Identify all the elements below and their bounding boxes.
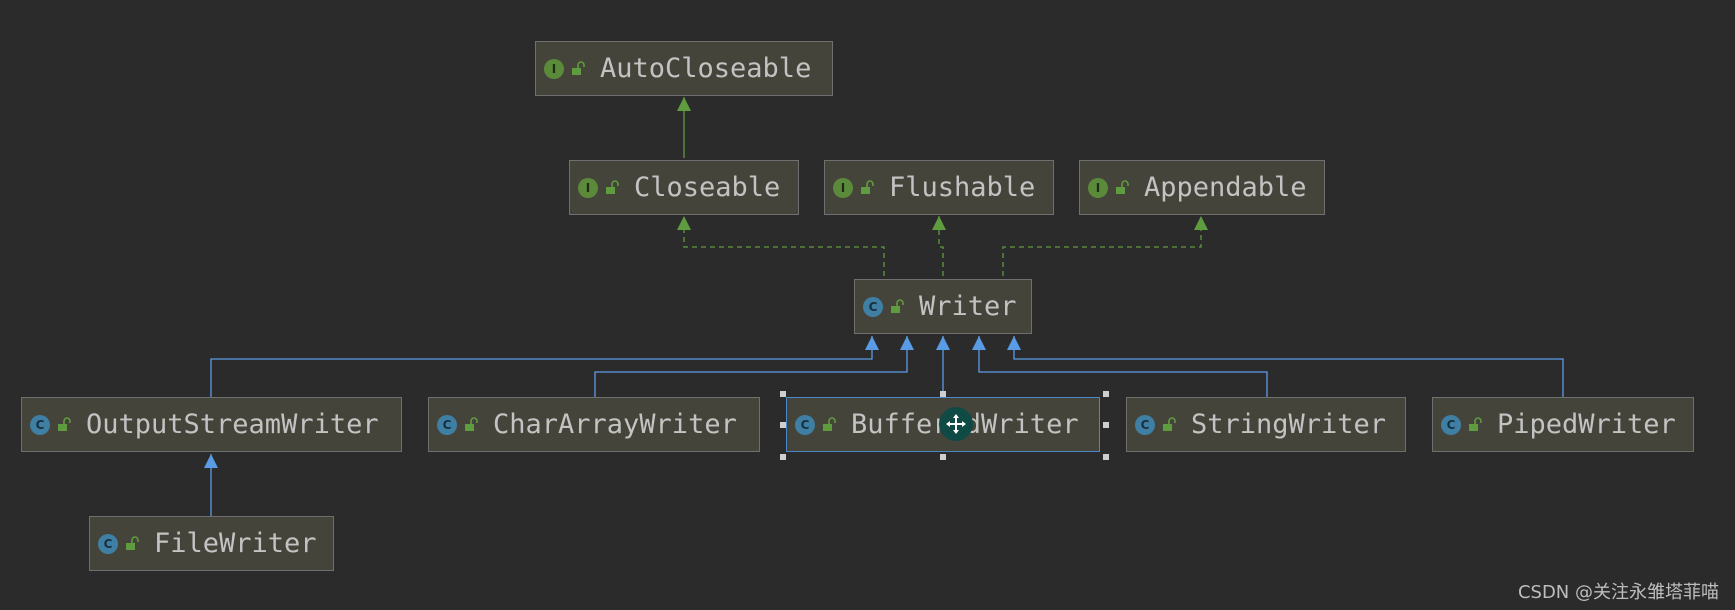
node-label: PipedWriter	[1497, 409, 1676, 440]
edge-writer-appendable	[1002, 216, 1208, 276]
node-writer[interactable]: C Writer	[854, 279, 1032, 334]
node-pipedwriter[interactable]: C PipedWriter	[1432, 397, 1694, 452]
unlock-icon	[1469, 416, 1482, 431]
edge-closeable-autocloseable	[677, 97, 691, 158]
resize-handle[interactable]	[940, 454, 946, 460]
resize-handle[interactable]	[1103, 391, 1109, 397]
node-label: CharArrayWriter	[493, 409, 737, 440]
edge-writer-closeable	[677, 216, 885, 276]
resize-handle[interactable]	[1103, 422, 1109, 428]
node-autocloseable[interactable]: I AutoCloseable	[535, 41, 833, 96]
edge-stringwriter-writer	[972, 336, 1268, 397]
node-label: Flushable	[889, 172, 1036, 203]
node-label: Writer	[919, 291, 1017, 322]
unlock-icon	[58, 416, 71, 431]
edge-pipedwriter-writer	[1007, 336, 1564, 397]
unlock-icon	[861, 179, 874, 194]
edge-bufferedwriter-writer	[936, 336, 950, 392]
resize-handle[interactable]	[940, 391, 946, 397]
interface-icon: I	[578, 177, 598, 198]
resize-handle[interactable]	[780, 422, 786, 428]
node-label: FileWriter	[154, 528, 317, 559]
unlock-icon	[891, 298, 904, 313]
class-icon: C	[1135, 414, 1155, 435]
node-chararraywriter[interactable]: C CharArrayWriter	[428, 397, 760, 452]
unlock-icon	[1163, 416, 1176, 431]
class-icon: C	[437, 414, 457, 435]
edge-filewriter-outputstreamwriter	[204, 454, 218, 516]
interface-icon: I	[1088, 177, 1108, 198]
edge-outputstreamwriter-writer	[210, 336, 879, 397]
resize-handle[interactable]	[780, 391, 786, 397]
watermark: CSDN @关注永雏塔菲喵	[1517, 582, 1719, 603]
edge-chararraywriter-writer	[594, 336, 914, 397]
interface-icon: I	[544, 58, 564, 79]
unlock-icon	[465, 416, 478, 431]
class-icon: C	[863, 296, 883, 317]
node-label: AutoCloseable	[600, 53, 812, 84]
unlock-icon	[823, 416, 836, 431]
unlock-icon	[1116, 179, 1129, 194]
node-stringwriter[interactable]: C StringWriter	[1126, 397, 1406, 452]
interface-icon: I	[833, 177, 853, 198]
class-icon: C	[98, 533, 118, 554]
node-label: OutputStreamWriter	[86, 409, 379, 440]
node-closeable[interactable]: I Closeable	[569, 160, 799, 215]
node-label: StringWriter	[1191, 409, 1387, 440]
resize-handle[interactable]	[780, 454, 786, 460]
class-icon: C	[1441, 414, 1461, 435]
unlock-icon	[126, 535, 139, 550]
move-cursor-icon	[939, 407, 973, 441]
class-icon: C	[795, 414, 815, 435]
node-appendable[interactable]: I Appendable	[1079, 160, 1325, 215]
node-filewriter[interactable]: C FileWriter	[89, 516, 334, 571]
node-label: Closeable	[634, 172, 781, 203]
class-icon: C	[30, 414, 50, 435]
node-flushable[interactable]: I Flushable	[824, 160, 1054, 215]
edge-writer-flushable	[932, 216, 946, 276]
resize-handle[interactable]	[1103, 454, 1109, 460]
unlock-icon	[606, 179, 619, 194]
unlock-icon	[572, 60, 585, 75]
node-outputstreamwriter[interactable]: C OutputStreamWriter	[21, 397, 402, 452]
node-label: Appendable	[1144, 172, 1307, 203]
